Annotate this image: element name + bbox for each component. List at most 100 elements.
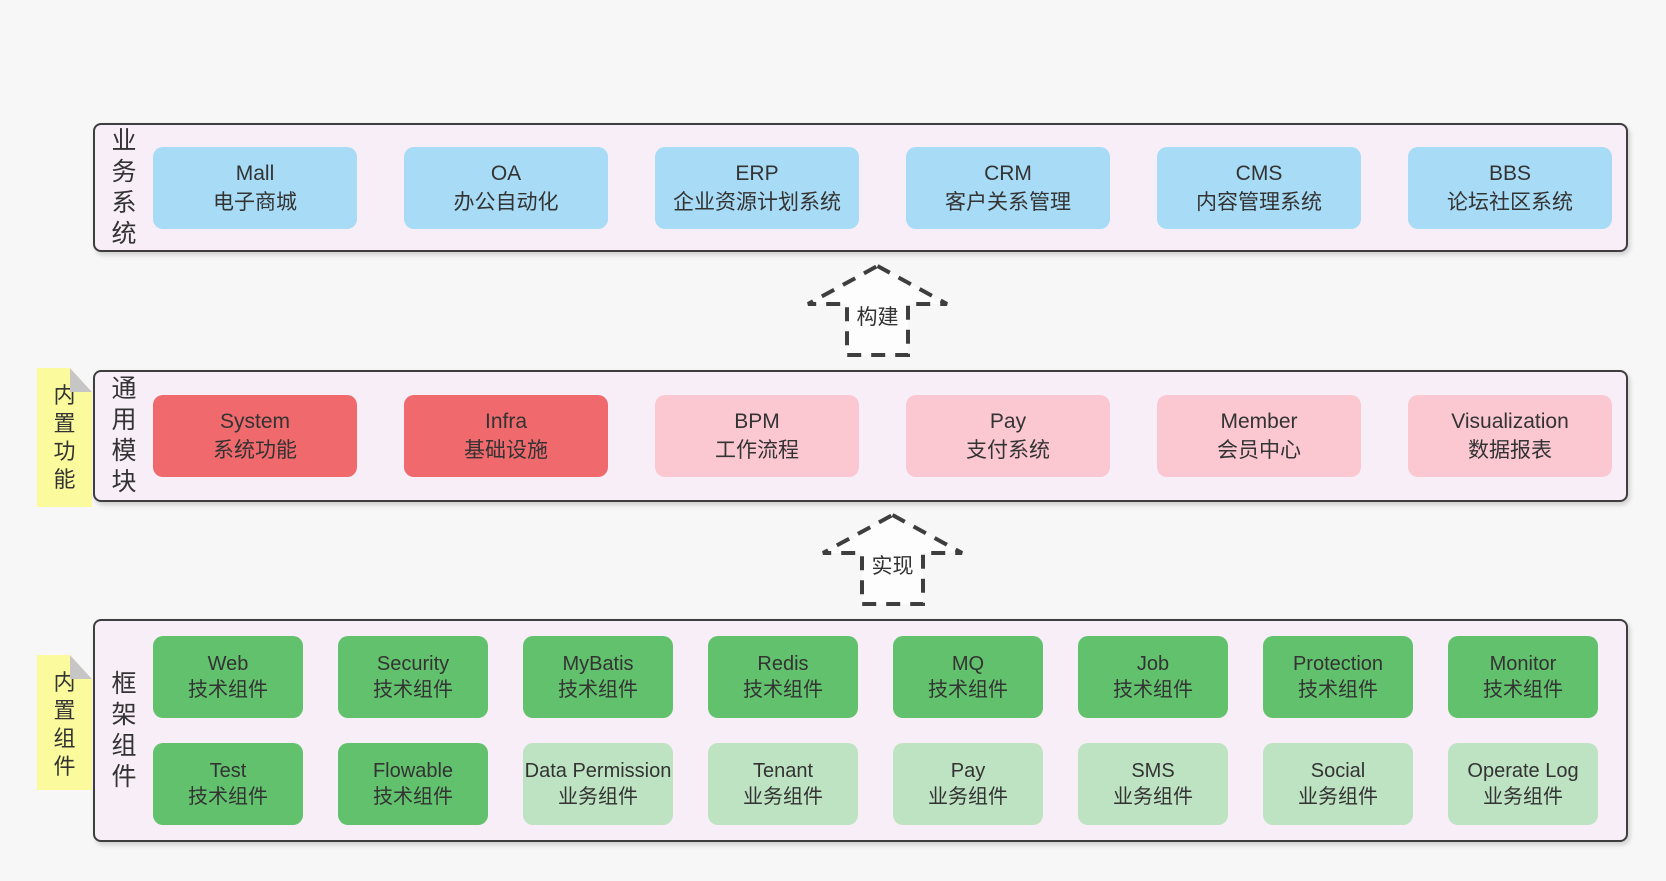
folded-corner-icon: [70, 368, 92, 392]
box-infra: Infra 基础设施: [404, 395, 608, 477]
box-title: Pay: [950, 760, 986, 782]
box-mq: MQ 技术组件: [893, 636, 1043, 718]
box-title: Protection: [1292, 653, 1384, 675]
box-social: Social 业务组件: [1263, 743, 1413, 825]
box-subtitle: 系统功能: [213, 439, 297, 462]
box-bbs: BBS 论坛社区系统: [1408, 146, 1612, 229]
box-redis: Redis 技术组件: [708, 636, 858, 718]
layer-label-text: 框架组件: [111, 669, 137, 791]
box-title: MyBatis: [562, 653, 634, 675]
box-title: Pay: [989, 410, 1027, 433]
box-title: System: [219, 410, 290, 433]
box-subtitle: 业务组件: [743, 786, 823, 808]
arrow-build: 构建: [805, 263, 950, 358]
arrow-label: 构建: [853, 301, 902, 331]
box-title: Redis: [757, 653, 809, 675]
box-pay: Pay 支付系统: [906, 395, 1110, 477]
box-subtitle: 数据报表: [1468, 439, 1552, 462]
box-subtitle: 办公自动化: [453, 190, 559, 214]
box-subtitle: 技术组件: [373, 679, 453, 701]
box-subtitle: 技术组件: [928, 679, 1008, 701]
box-subtitle: 技术组件: [743, 679, 823, 701]
arrow-implement: 实现: [820, 512, 965, 607]
box-security: Security 技术组件: [338, 636, 488, 718]
box-subtitle: 支付系统: [966, 439, 1050, 462]
box-title: Mall: [235, 161, 275, 185]
box-subtitle: 技术组件: [1113, 679, 1193, 701]
arrow-label: 实现: [868, 550, 917, 580]
box-title: Web: [207, 653, 249, 675]
box-title: Visualization: [1451, 410, 1569, 433]
box-subtitle: 电子商城: [213, 190, 297, 214]
box-title: Security: [376, 653, 450, 675]
box-title: BPM: [734, 410, 780, 433]
box-subtitle: 技术组件: [1298, 679, 1378, 701]
sticky-note-builtin-features: 内置功能: [37, 368, 92, 507]
box-subtitle: 技术组件: [1483, 679, 1563, 701]
layer-common-modules: 通用模块 System 系统功能 Infra 基础设施 BPM 工作流程 Pay 支付系统 Me…: [93, 370, 1628, 502]
box-title: CRM: [984, 161, 1032, 185]
box-subtitle: 业务组件: [1483, 786, 1563, 808]
box-title: Social: [1310, 760, 1366, 782]
box-subtitle: 企业资源计划系统: [673, 190, 841, 214]
layer-label: 框架组件: [95, 669, 153, 793]
box-subtitle: 业务组件: [1113, 786, 1193, 808]
box-title: Data Permission: [524, 760, 672, 782]
box-monitor: Monitor 技术组件: [1448, 636, 1598, 718]
layer-label: 业务系统: [95, 126, 153, 250]
box-subtitle: 业务组件: [928, 786, 1008, 808]
box-title: Operate Log: [1467, 760, 1579, 782]
box-title: Monitor: [1489, 653, 1557, 675]
box-erp: ERP 企业资源计划系统: [655, 146, 859, 229]
box-title: BBS: [1488, 161, 1532, 185]
box-title: Tenant: [752, 760, 814, 782]
layer-label-text: 通用模块: [111, 375, 137, 496]
box-title: ERP: [735, 161, 779, 185]
folded-corner-icon: [70, 655, 92, 679]
box-bpm: BPM 工作流程: [655, 395, 859, 477]
box-tenant: Tenant 业务组件: [708, 743, 858, 825]
box-title: Job: [1136, 653, 1170, 675]
box-subtitle: 技术组件: [558, 679, 638, 701]
box-title: OA: [490, 161, 522, 185]
layer-label-text: 业务系统: [111, 126, 137, 248]
box-operate-log: Operate Log 业务组件: [1448, 743, 1598, 825]
box-cms: CMS 内容管理系统: [1157, 146, 1361, 229]
box-subtitle: 业务组件: [1298, 786, 1378, 808]
box-oa: OA 办公自动化: [404, 146, 608, 229]
box-title: CMS: [1235, 161, 1283, 185]
box-visualization: Visualization 数据报表: [1408, 395, 1612, 477]
box-mybatis: MyBatis 技术组件: [523, 636, 673, 718]
box-sms: SMS 业务组件: [1078, 743, 1228, 825]
box-subtitle: 会员中心: [1217, 439, 1301, 462]
sticky-note-label: 内置功能: [53, 383, 76, 492]
box-web: Web 技术组件: [153, 636, 303, 718]
box-subtitle: 论坛社区系统: [1447, 190, 1573, 214]
box-pay: Pay 业务组件: [893, 743, 1043, 825]
box-data-permission: Data Permission 业务组件: [523, 743, 673, 825]
box-title: Infra: [484, 410, 528, 433]
box-subtitle: 基础设施: [464, 439, 548, 462]
box-subtitle: 内容管理系统: [1196, 190, 1322, 214]
box-title: Test: [209, 760, 247, 782]
box-mall: Mall 电子商城: [153, 146, 357, 229]
box-subtitle: 技术组件: [188, 679, 268, 701]
box-job: Job 技术组件: [1078, 636, 1228, 718]
box-subtitle: 工作流程: [715, 439, 799, 462]
box-title: MQ: [951, 653, 985, 675]
layer-label: 通用模块: [95, 374, 153, 498]
box-title: SMS: [1131, 760, 1175, 782]
box-subtitle: 业务组件: [558, 786, 638, 808]
box-title: Flowable: [372, 760, 454, 782]
